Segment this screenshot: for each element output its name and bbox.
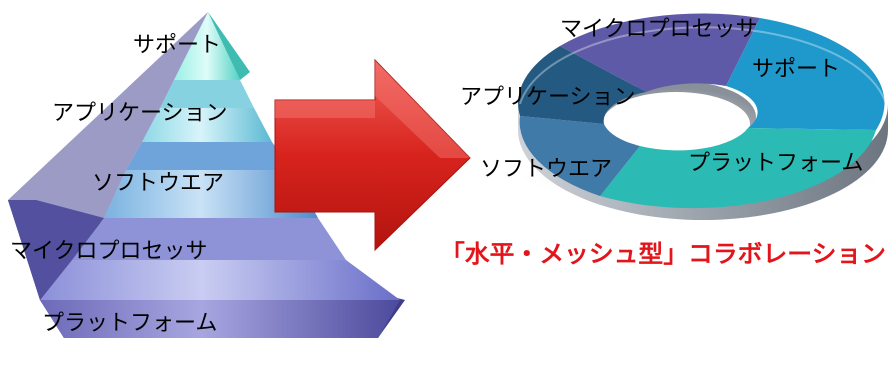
pyramid-label-software: ソフトウエア [92, 171, 224, 196]
pyramid-left-face [8, 12, 208, 300]
pyramid-level-support [174, 12, 250, 80]
ring-segment-software [519, 116, 640, 196]
ring-segment-platform [600, 128, 876, 209]
ring-segment-microprocessor [560, 13, 760, 92]
pyramid-label-microprocessor: マイクロプロセッサ [10, 239, 208, 264]
ring-label-application: アプリケーション [460, 85, 636, 110]
ring-label-microprocessor: マイクロプロセッサ [560, 17, 758, 42]
ring-label-platform: プラットフォーム [688, 151, 863, 176]
pyramid-level-software [104, 142, 318, 218]
collaboration-caption: 「水平・メッシュ型」コラボレーション [440, 240, 886, 268]
ring-hole [602, 92, 750, 156]
pyramid-label-platform: プラットフォーム [42, 311, 217, 336]
ring-segment-support [726, 18, 885, 130]
ring-segment-application [518, 46, 646, 124]
pyramid-label-support: サポート [133, 33, 221, 58]
transition-arrow [274, 58, 471, 252]
pyramid [8, 12, 405, 338]
pyramid-label-application: アプリケーション [52, 101, 228, 126]
pyramid-level-application [142, 80, 272, 142]
ring-label-support: サポート [752, 57, 840, 82]
ring-diagram [510, 13, 890, 220]
ring-label-software: ソフトウエア [480, 157, 612, 182]
